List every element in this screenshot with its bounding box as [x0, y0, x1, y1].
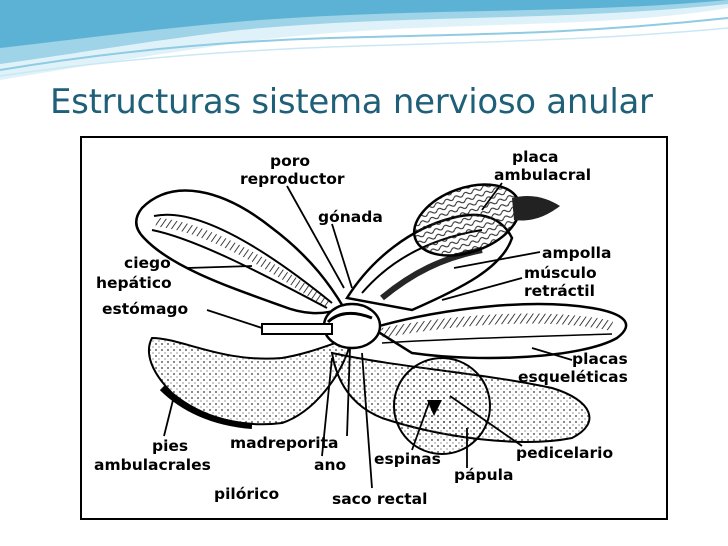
label-estomago: estómago: [102, 300, 188, 318]
label-saco-rectal: saco rectal: [332, 490, 427, 508]
label-placa: placa: [512, 148, 559, 166]
label-madreporita: madreporita: [230, 434, 338, 452]
label-placas: placas: [572, 350, 628, 368]
label-pilorico: pilórico: [214, 485, 279, 503]
label-ano: ano: [314, 456, 346, 474]
label-esqueleticas: esqueléticas: [518, 368, 628, 386]
lower-left-arm: [147, 336, 354, 429]
starfish-anatomy-figure: poro reproductor gónada placa ambulacral…: [80, 136, 668, 520]
header-wave-decoration: [0, 0, 728, 80]
right-arm: [368, 302, 628, 360]
central-disc: [261, 302, 382, 350]
lower-right-arm: [330, 351, 591, 455]
label-espinas: espinas: [374, 450, 441, 468]
label-papula: pápula: [454, 466, 513, 484]
label-ampolla: ampolla: [542, 244, 611, 262]
label-gonada: gónada: [318, 208, 383, 226]
upper-right-arm: [344, 183, 560, 312]
label-hepatico: hepático: [96, 274, 172, 292]
label-musculo: músculo: [524, 264, 597, 282]
label-ambulacral: ambulacral: [494, 166, 591, 184]
label-reproductor: reproductor: [240, 170, 345, 188]
upper-left-arm: [135, 189, 346, 315]
label-pedicelario: pedicelario: [516, 444, 613, 462]
leader-lines: [163, 182, 573, 489]
label-ciego: ciego: [124, 254, 171, 272]
label-pies: pies: [152, 437, 188, 455]
label-ambulacrales: ambulacrales: [94, 456, 211, 474]
label-retractil: retráctil: [524, 282, 595, 300]
starfish-diagram: poro reproductor gónada placa ambulacral…: [94, 148, 628, 508]
label-poro: poro: [270, 152, 310, 170]
slide-title: Estructuras sistema nervioso anular: [50, 82, 653, 122]
